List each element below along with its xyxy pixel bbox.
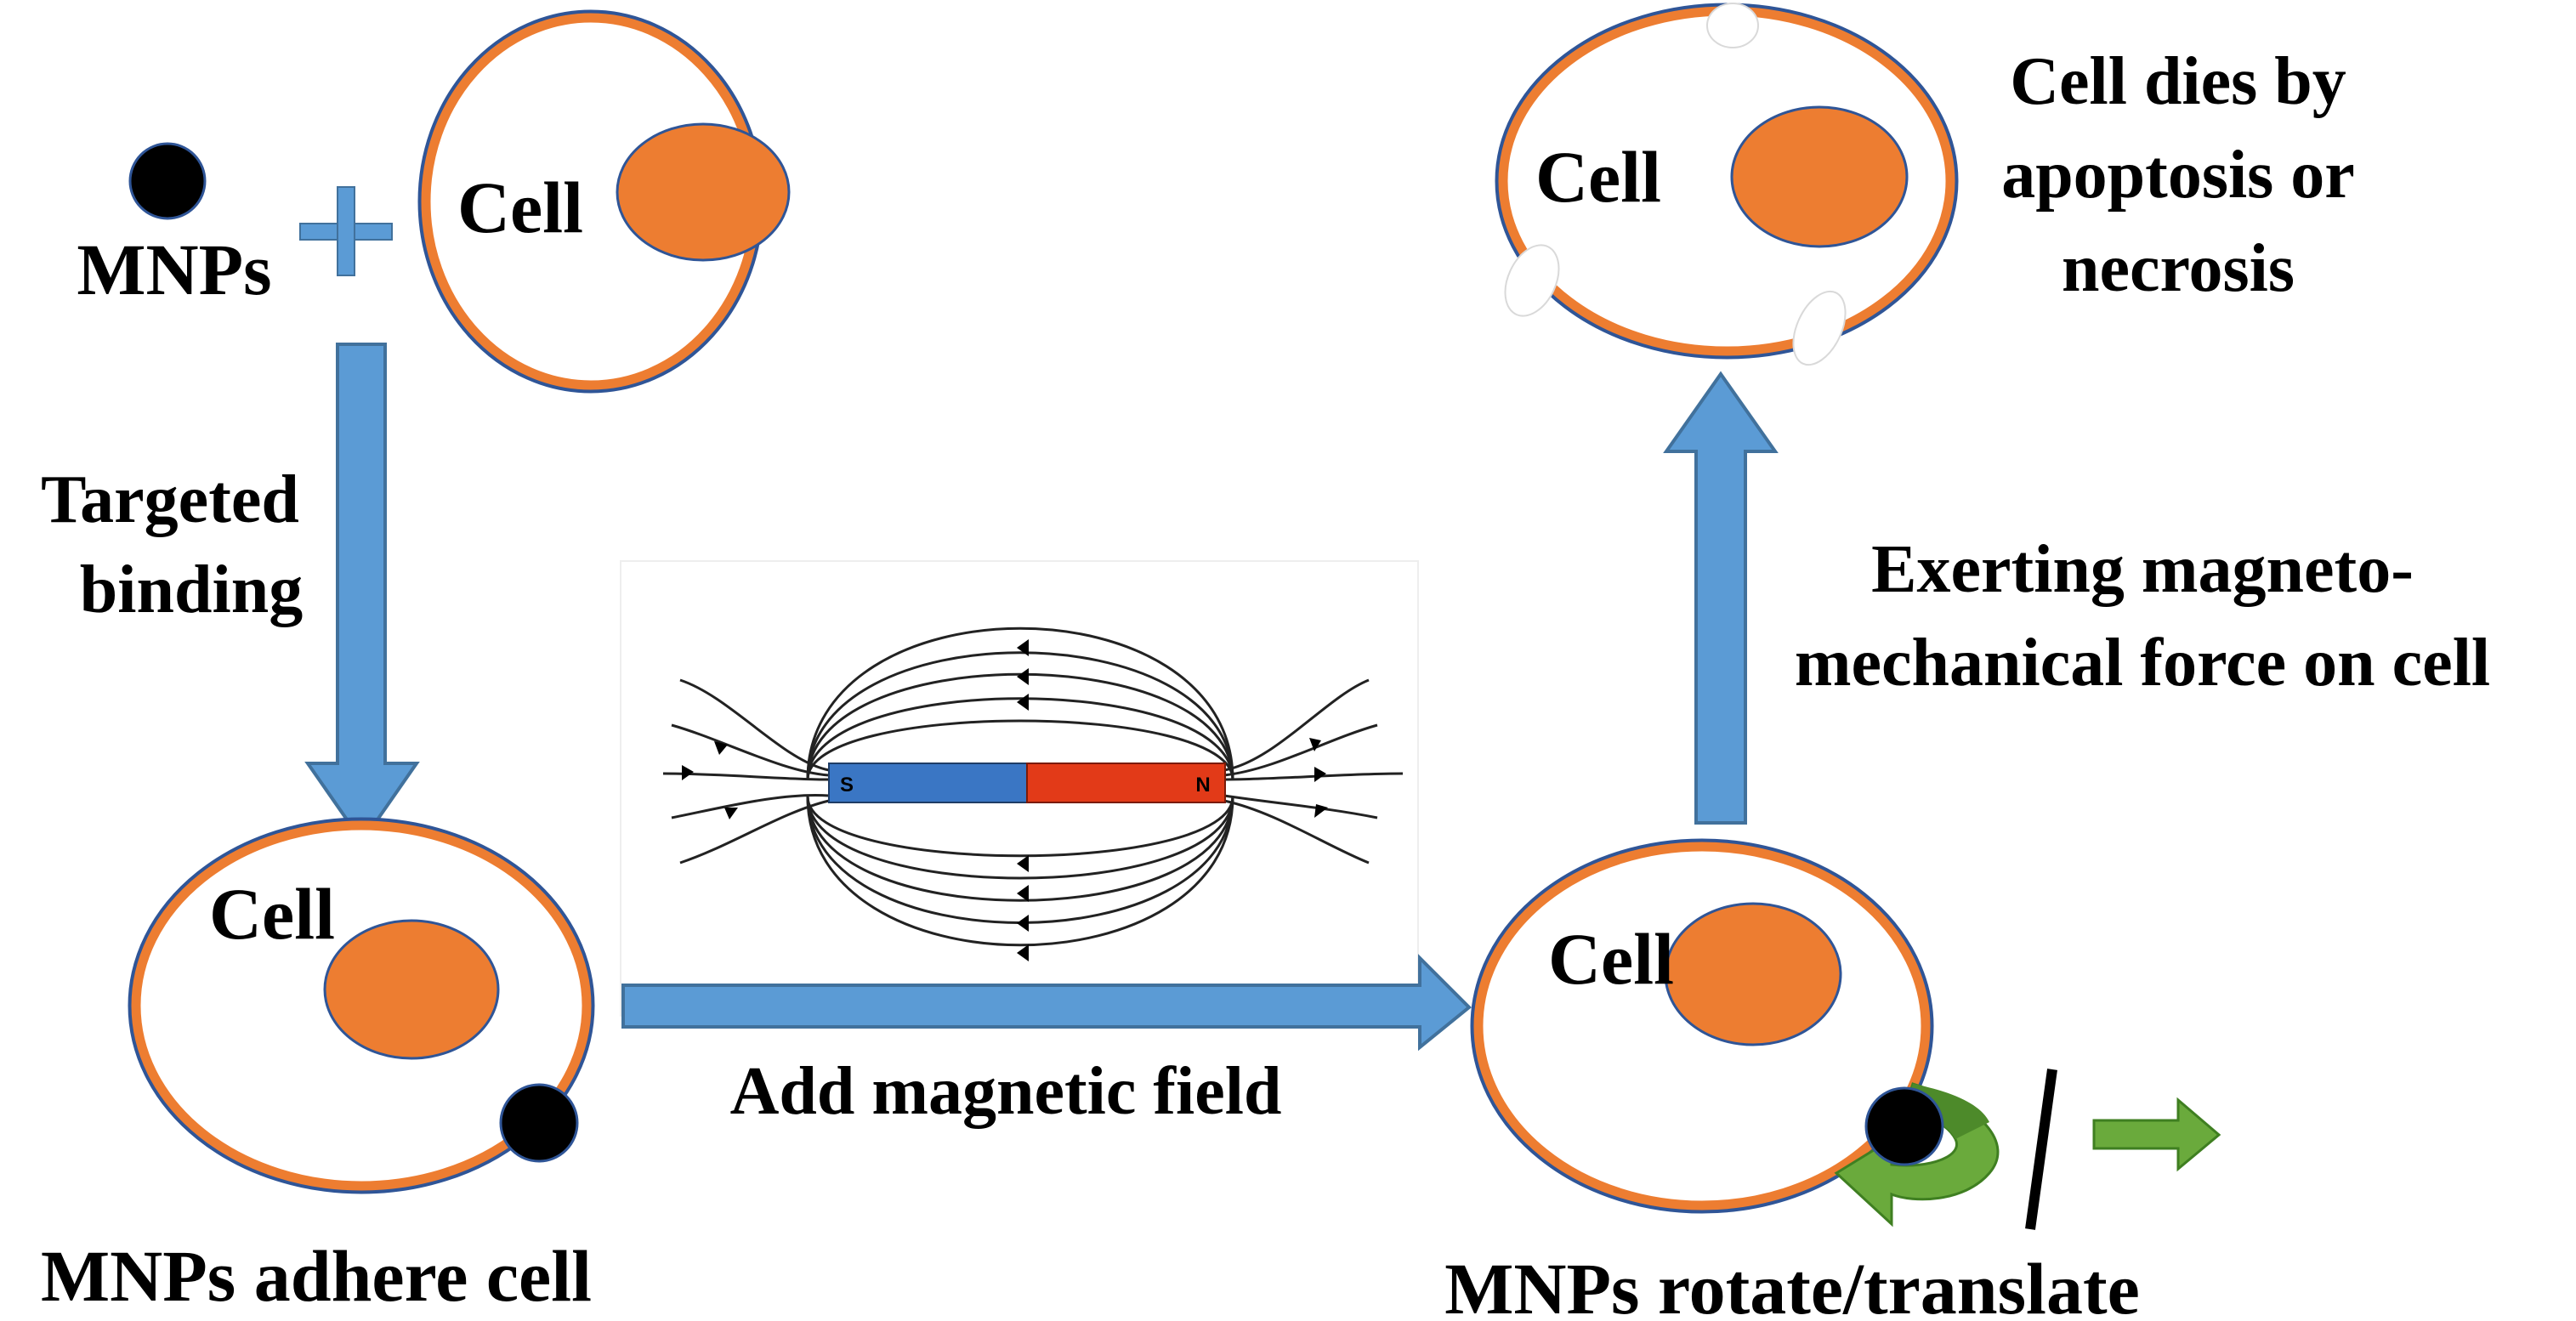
nucleus [1730, 105, 1909, 248]
membrane-rupture [1792, 290, 1847, 366]
exerting-force-label-line1: Exerting magneto- [1871, 532, 2414, 607]
bar-magnet-icon: S N [828, 763, 1226, 803]
magnetic-field-panel: S N [620, 560, 1419, 1017]
exerting-force-label-line2: mechanical force on cell [1795, 626, 2490, 700]
magnet-south-label: S [840, 774, 854, 797]
targeted-binding-label-line1: Targeted [41, 462, 299, 537]
mnp-particle-rotating [1864, 1086, 1944, 1166]
mnps-label: MNPs [77, 229, 271, 310]
membrane-rupture [1504, 244, 1560, 317]
magnet-north-label: N [1195, 774, 1210, 797]
right-arrow-icon [2092, 1097, 2221, 1172]
cell-label-4: Cell [1535, 136, 1661, 218]
up-arrow [1663, 371, 1779, 825]
nucleus [616, 122, 791, 262]
cell-4-dying [1495, 3, 1959, 366]
targeted-binding-label-line2: binding [80, 553, 303, 627]
plus-icon [299, 186, 393, 276]
cell-death-label-line3: necrosis [2062, 231, 2295, 306]
right-arrow [621, 954, 1472, 1052]
mnp-particle [128, 142, 207, 220]
or-separator [2025, 1069, 2057, 1230]
nucleus [1664, 902, 1842, 1046]
down-arrow [304, 343, 420, 845]
field-arrowheads [682, 639, 1328, 961]
add-magnetic-field-label: Add magnetic field [730, 1054, 1282, 1129]
cell-death-label-line1: Cell dies by [2010, 44, 2346, 119]
mnps-rotate-label: MNPs rotate/translate [1444, 1248, 2140, 1321]
membrane-rupture [1706, 3, 1759, 48]
cell-3 [1470, 838, 1934, 1214]
mnps-adhere-label: MNPs adhere cell [41, 1235, 592, 1317]
cell-2 [128, 817, 595, 1194]
mnp-particle-adhered [499, 1083, 579, 1163]
cell-label-3: Cell [1548, 918, 1674, 1000]
cell-label-1: Cell [457, 167, 583, 248]
cell-1 [417, 9, 791, 394]
cell-death-label-line2: apoptosis or [2001, 138, 2355, 213]
nucleus [323, 919, 500, 1060]
cell-label-2: Cell [209, 873, 335, 955]
